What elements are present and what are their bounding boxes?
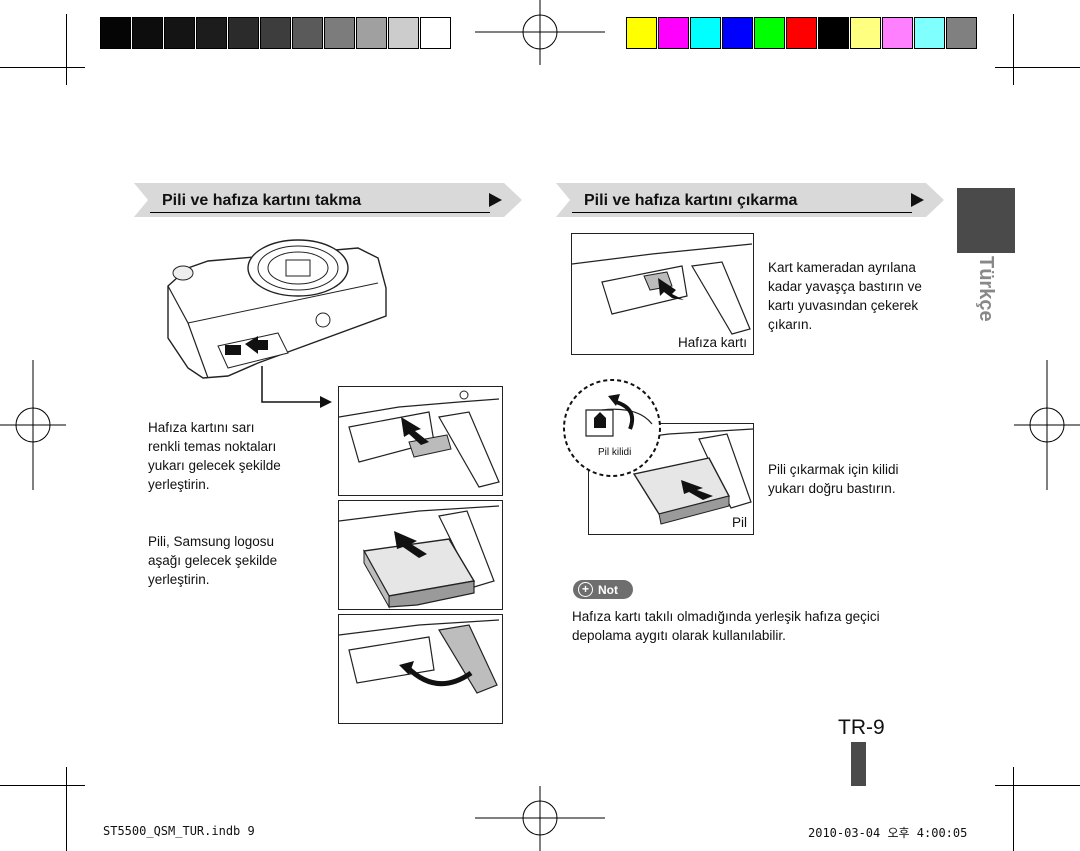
figure-remove-card: Hafıza kartı	[571, 233, 754, 355]
registration-target-bottom	[475, 786, 605, 851]
side-tab-label: Türkçe	[975, 256, 997, 322]
color-swatch	[658, 17, 689, 49]
section-banner-insert: Pili ve hafıza kartını takma	[134, 183, 522, 217]
gray-swatch	[132, 17, 163, 49]
section-rule-remove	[572, 212, 912, 213]
gray-swatch	[164, 17, 195, 49]
color-swatch	[818, 17, 849, 49]
registration-target-left	[0, 360, 66, 490]
insert-card-illustration	[339, 390, 500, 488]
footer-timestamp: 2010-03-04 오후 4:00:05	[808, 826, 968, 840]
figure-insert-card	[338, 386, 503, 496]
color-swatch	[690, 17, 721, 49]
gray-swatch	[324, 17, 355, 49]
registration-target-right	[1014, 360, 1080, 490]
footer-file: ST5500_QSM_TUR.indb 9	[103, 824, 255, 838]
gray-swatch	[292, 17, 323, 49]
remove-card-text: Kart kameradan ayrılana kadar yavaşça ba…	[768, 260, 922, 332]
color-swatch	[850, 17, 881, 49]
color-swatch	[786, 17, 817, 49]
connector-arrow	[261, 366, 332, 408]
page-number: TR-9	[838, 716, 885, 739]
registration-target-top	[475, 0, 605, 65]
color-swatch	[946, 17, 977, 49]
section-rule-insert	[150, 212, 490, 213]
color-swatch	[914, 17, 945, 49]
insert-battery-text: Pili, Samsung logosu aşağı gelecek şekil…	[148, 534, 278, 587]
figure-insert-battery	[338, 500, 503, 610]
banner-shape	[556, 183, 944, 217]
banner-shape	[134, 183, 522, 217]
color-swatch	[754, 17, 785, 49]
insert-battery-illustration	[339, 505, 500, 609]
color-swatch	[882, 17, 913, 49]
remove-battery-illustration	[589, 428, 753, 525]
gray-swatch	[420, 17, 451, 49]
camera-bottom-illustration	[167, 239, 387, 379]
note-text: Hafıza kartı takılı olmadığında yerleşik…	[572, 609, 880, 643]
remove-card-caption: Hafıza kartı	[677, 335, 747, 350]
gray-swatch	[196, 17, 227, 49]
color-swatch	[722, 17, 753, 49]
page-number-bar	[851, 742, 866, 786]
gray-swatch	[100, 17, 131, 49]
insert-card-text: Hafıza kartını sarı renkli temas noktala…	[148, 420, 281, 492]
gray-swatch	[388, 17, 419, 49]
side-tab-block	[957, 188, 1015, 253]
figure-close-cover	[338, 614, 503, 724]
gray-swatch	[260, 17, 291, 49]
close-cover-illustration	[339, 619, 500, 694]
color-swatch	[626, 17, 657, 49]
note-badge: + Not	[573, 580, 633, 599]
section-banner-remove: Pili ve hafıza kartını çıkarma	[556, 183, 944, 217]
note-badge-label: Not	[598, 583, 618, 597]
remove-battery-text: Pili çıkarmak için kilidi yukarı doğru b…	[768, 462, 899, 496]
section-title-insert: Pili ve hafıza kartını takma	[162, 192, 362, 209]
plus-icon: +	[578, 582, 593, 597]
battery-lock-callout	[563, 379, 661, 477]
gray-swatch	[356, 17, 387, 49]
remove-card-illustration	[572, 243, 753, 335]
battery-lock-label: Pil kilidi	[598, 447, 632, 458]
section-title-remove: Pili ve hafıza kartını çıkarma	[584, 192, 798, 209]
remove-battery-caption: Pil	[731, 515, 747, 530]
gray-swatch	[228, 17, 259, 49]
